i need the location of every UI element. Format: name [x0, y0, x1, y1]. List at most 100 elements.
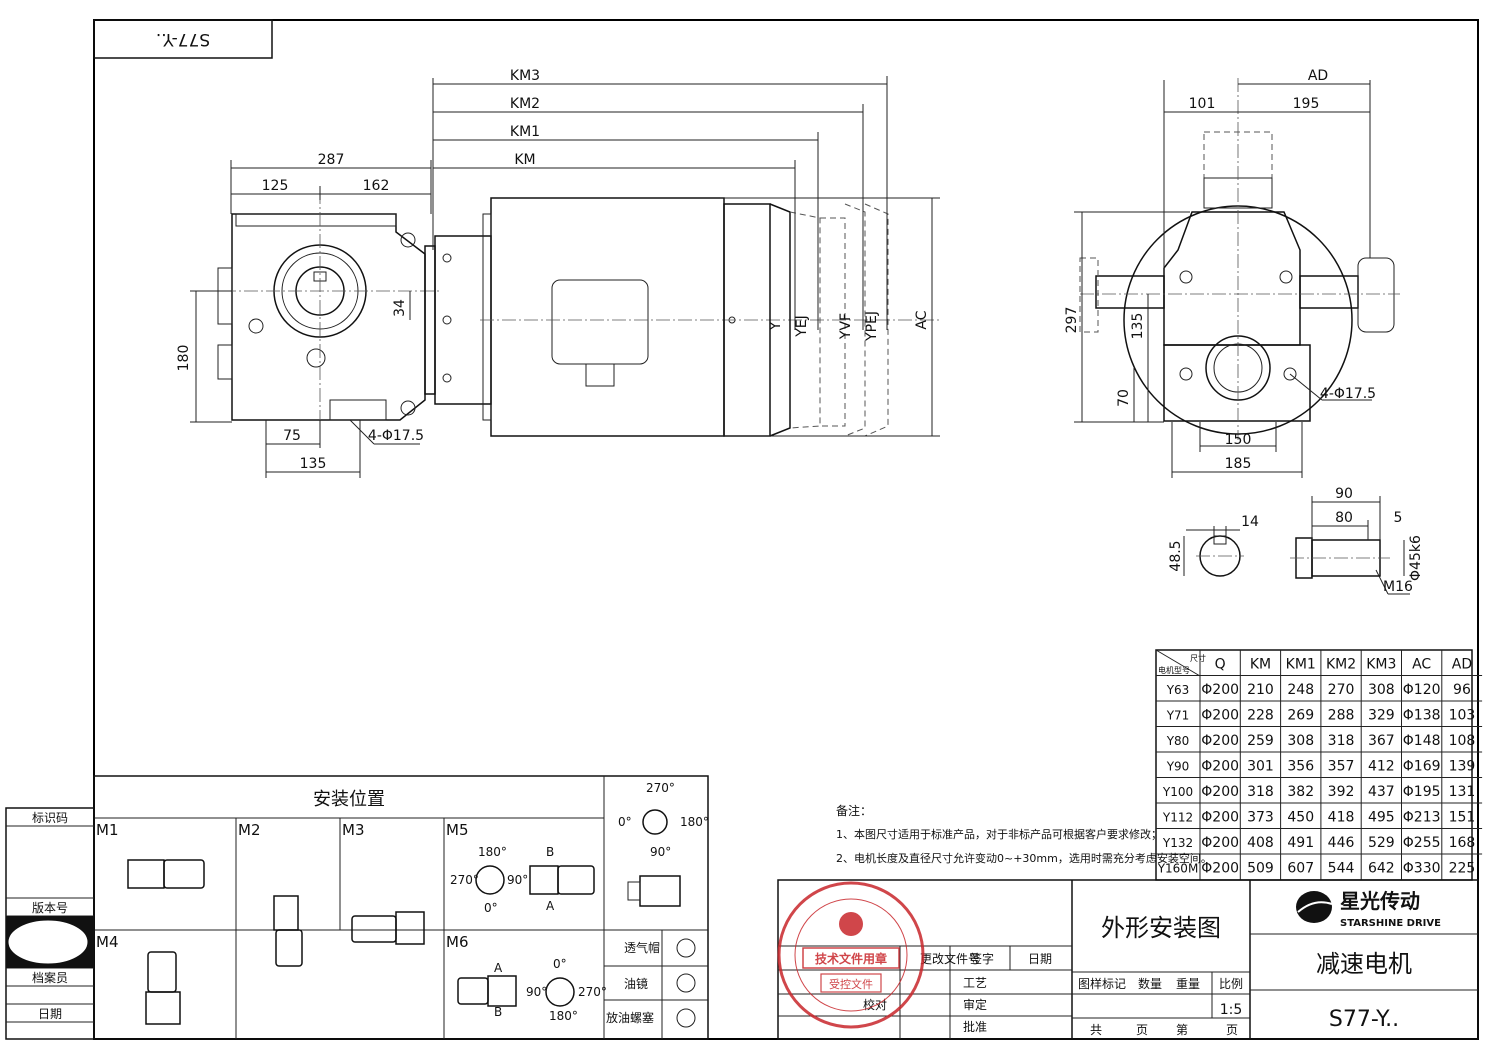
m5-angle-270: 270°	[450, 873, 479, 887]
table-motor-cell: Y112	[1162, 810, 1193, 824]
m5-angle-180: 180°	[478, 845, 507, 859]
dim-70: 70	[1116, 389, 1132, 407]
m5-b: B	[546, 845, 554, 859]
change-doc-no: 更改文件号	[920, 951, 980, 966]
table-cell: 210	[1247, 682, 1274, 698]
dim-125: 125	[262, 178, 289, 194]
table-cell: Φ169	[1403, 758, 1441, 774]
notes-title: 备注：	[836, 803, 872, 818]
holes-left: 4-Φ17.5	[368, 428, 424, 444]
motor-label-ypej: YPEJ	[864, 311, 880, 342]
table-header: AD	[1452, 656, 1472, 672]
table-cell: 329	[1368, 707, 1395, 723]
table-cell: 412	[1368, 758, 1395, 774]
table-cell: 450	[1287, 809, 1314, 825]
table-cell: Φ200	[1201, 707, 1239, 723]
dim-297: 297	[1064, 307, 1080, 334]
motor-label-yvf: YVF	[838, 313, 854, 340]
table-cell: 529	[1368, 835, 1395, 851]
change-date: 日期	[1028, 952, 1052, 966]
m3-label: M3	[342, 821, 365, 839]
key-angle-90: 90°	[650, 845, 671, 859]
m1-label: M1	[96, 821, 119, 839]
table-header: AC	[1412, 656, 1431, 672]
legend-sight: 油镜	[624, 976, 648, 991]
m6-angle-180: 180°	[549, 1009, 578, 1023]
table-motor-cell: Y63	[1166, 683, 1190, 697]
side-label-version: 版本号	[32, 901, 68, 915]
table-header: KM	[1250, 656, 1271, 672]
table-cell: 408	[1247, 835, 1274, 851]
change-sign: 签字	[970, 951, 994, 966]
role-process: 工艺	[963, 976, 987, 990]
dim-5: 5	[1394, 510, 1403, 526]
dim-km1: KM1	[510, 124, 540, 140]
drain-plug-icon	[676, 1008, 696, 1028]
motor-label-yej: YEJ	[794, 315, 810, 338]
table-cell: Φ120	[1403, 682, 1441, 698]
table-cell: Φ138	[1403, 707, 1441, 723]
scale-value: 1:5	[1220, 1002, 1243, 1018]
foot-block	[1163, 344, 1311, 422]
table-cell: 308	[1368, 682, 1395, 698]
table-cell: 270	[1328, 682, 1355, 698]
note-2: 2、电机长度及直径尺寸允许变动0~+30mm，选用时需充分考虑安装空间。	[836, 851, 1212, 865]
dim-135: 135	[300, 456, 327, 472]
stamp-main: 技术文件用章	[815, 951, 887, 966]
m6-label: M6	[446, 933, 469, 951]
table-cell: 301	[1247, 758, 1274, 774]
sight-glass-icon	[676, 973, 696, 993]
table-motor-cell: Y100	[1162, 785, 1193, 799]
table-header: KM3	[1366, 656, 1396, 672]
table-cell: Φ200	[1201, 835, 1239, 851]
table-cell: Φ200	[1201, 809, 1239, 825]
note-1: 1、本图尺寸适用于标准产品，对于非标产品可根据客户要求修改；	[836, 827, 1162, 841]
dim-ad: AD	[1308, 68, 1328, 84]
table-cell: 248	[1287, 682, 1314, 698]
shaft-details: 14 48.5 90 80 5 Φ45k6 M16	[1168, 486, 1424, 595]
table-cell: Φ200	[1201, 758, 1239, 774]
role-approve: 批准	[963, 1019, 987, 1034]
table-cell: 607	[1287, 860, 1314, 876]
legend-drain: 放油螺塞	[606, 1010, 654, 1025]
dim-48-5: 48.5	[1168, 540, 1184, 571]
table-corner-top: 尺寸	[1190, 653, 1206, 663]
product-name: 减速电机	[1316, 950, 1412, 978]
vent-icon	[676, 938, 696, 958]
key-angle-180: 180°	[680, 815, 709, 829]
table-corner-bottom: 电机型号	[1158, 665, 1190, 675]
dim-75: 75	[283, 428, 301, 444]
m6-angle-0: 0°	[553, 957, 567, 971]
label-pattern-mark: 图样标记	[1078, 976, 1126, 991]
sheet-frame	[93, 19, 1479, 1040]
notes: 备注： 1、本图尺寸适用于标准产品，对于非标产品可根据客户要求修改； 2、电机长…	[836, 803, 1212, 865]
motor-body	[490, 197, 725, 437]
table-cell: 225	[1449, 860, 1476, 876]
m5-a: A	[546, 899, 555, 913]
legend-vent: 透气帽	[624, 940, 660, 955]
dim-m16: M16	[1383, 579, 1413, 595]
table-cell: 269	[1287, 707, 1314, 723]
table-motor-cell: Y132	[1162, 836, 1193, 850]
table-cell: 318	[1328, 733, 1355, 749]
table-cell: 308	[1287, 733, 1314, 749]
shaft-right	[1299, 275, 1359, 309]
sheet-page-2: 页	[1226, 1023, 1238, 1037]
m2-label: M2	[238, 821, 261, 839]
m6-angle-270: 270°	[578, 985, 607, 999]
label-scale: 比例	[1219, 977, 1243, 991]
dim-km2: KM2	[510, 96, 540, 112]
stamp-sub: 受控文件	[829, 977, 873, 991]
table-cell: 367	[1368, 733, 1395, 749]
table-cell: Φ255	[1403, 835, 1441, 851]
table-cell: 437	[1368, 784, 1395, 800]
dim-185: 185	[1225, 456, 1252, 472]
table-cell: 96	[1453, 682, 1471, 698]
table-cell: 288	[1328, 707, 1355, 723]
dim-90: 90	[1335, 486, 1353, 502]
table-cell: 357	[1328, 758, 1355, 774]
model-name: S77-Y..	[1329, 1007, 1399, 1032]
table-motor-cell: Y90	[1166, 759, 1190, 773]
role-check: 校对	[863, 997, 887, 1012]
